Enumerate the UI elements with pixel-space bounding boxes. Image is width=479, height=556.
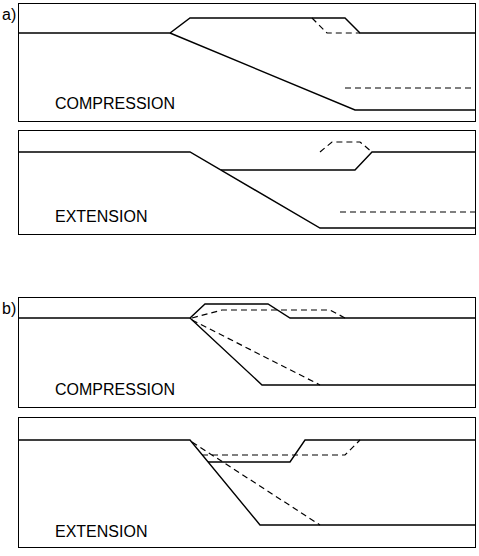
bed-line (221, 152, 476, 170)
panel-label: EXTENSION (55, 208, 147, 226)
initial-fault-line (192, 320, 320, 385)
bed-line (18, 18, 476, 33)
section-panel: b)COMPRESSION (18, 297, 476, 408)
fault-line (190, 318, 476, 385)
panel-heading: b) (2, 300, 16, 318)
panel-label: EXTENSION (55, 523, 147, 541)
fault-line (18, 440, 476, 525)
panel-heading: a) (2, 6, 16, 24)
panel-label: COMPRESSION (55, 95, 175, 113)
initial-bed-line (312, 18, 360, 33)
fault-line (18, 152, 476, 228)
initial-fault-line (192, 442, 320, 525)
section-panel: a)COMPRESSION (18, 3, 476, 122)
bed-line (208, 440, 476, 462)
initial-fault-line (340, 211, 476, 212)
fault-line (170, 33, 476, 110)
bed-line (18, 304, 476, 318)
initial-bed-line (320, 142, 372, 152)
panel-label: COMPRESSION (55, 381, 175, 399)
initial-fault-line (345, 87, 476, 88)
section-panel: EXTENSION (18, 130, 476, 235)
initial-bed-line (192, 310, 345, 318)
initial-bed-line (202, 440, 360, 455)
section-panel: EXTENSION (18, 417, 476, 548)
